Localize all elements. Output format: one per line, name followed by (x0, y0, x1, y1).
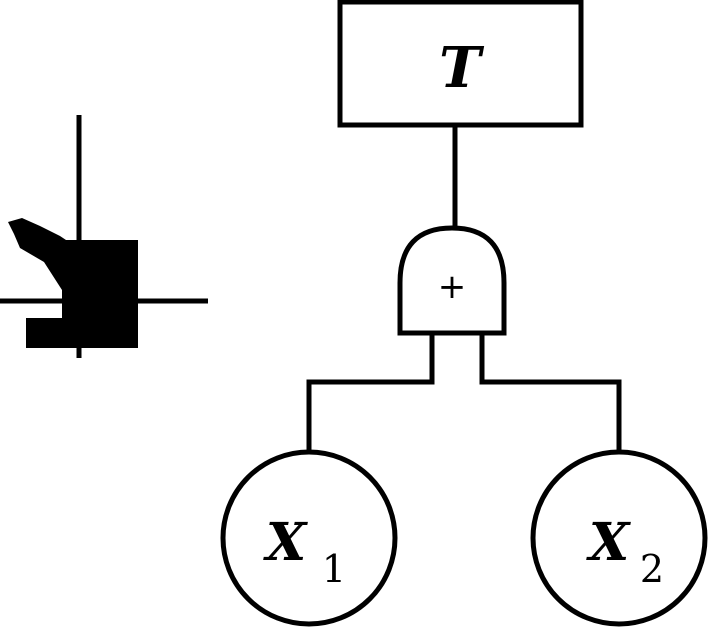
basic-event-x1-letter: X (263, 512, 309, 573)
basic-event-x1-subscript: 1 (322, 547, 346, 591)
basic-event-x1-circle (220, 449, 398, 627)
top-event-box (337, 0, 584, 128)
or-gate-shape (397, 225, 507, 336)
or-gate: + (397, 225, 507, 336)
connector-gate-to-x2 (479, 333, 622, 452)
or-gate-symbol: + (438, 267, 467, 307)
top-event-label: T (439, 35, 485, 101)
basic-event-x2-letter: X (586, 512, 632, 573)
connector-gate-to-x1 (306, 333, 435, 453)
decorative-glyph (0, 115, 208, 358)
basic-event-x2-circle (530, 449, 708, 627)
top-event: T (337, 0, 584, 128)
glyph-filled-shape (8, 218, 138, 348)
basic-event-x1: X 1 (220, 449, 398, 627)
basic-event-x2-subscript: 2 (640, 547, 664, 591)
basic-event-x2: X 2 (530, 449, 708, 627)
